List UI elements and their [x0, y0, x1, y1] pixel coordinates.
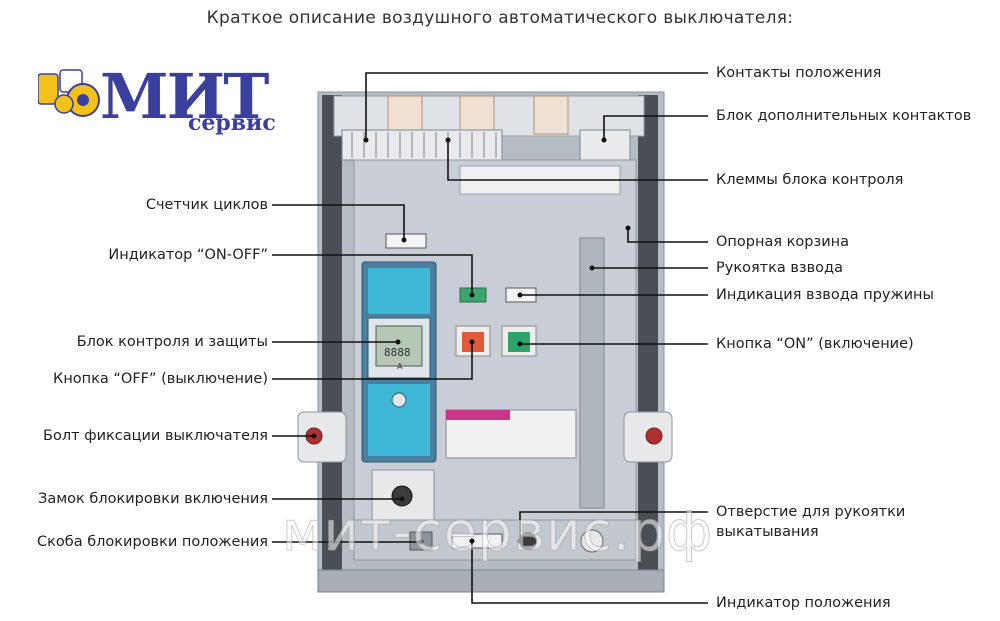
protection-unit-top	[368, 268, 430, 314]
bolt-head-right	[645, 427, 663, 445]
line-off-button	[272, 342, 473, 380]
label-spring-indication: Индикация взвода пружины	[716, 287, 934, 303]
line-cycle-counter	[272, 204, 405, 240]
gear-center	[77, 94, 89, 106]
logo-graphic	[37, 69, 100, 117]
label-position-bracket: Скоба блокировки положения	[37, 534, 268, 550]
label-protection-unit: Блок контроля и защиты	[76, 334, 268, 350]
base-rail	[317, 569, 665, 593]
label-support-basket: Опорная корзина	[716, 234, 849, 250]
racking-hole-cover	[580, 529, 604, 553]
label-closing-lock: Замок блокировки включения	[38, 491, 268, 507]
contact-bar-3	[533, 95, 569, 135]
label-cycle-counter: Счетчик циклов	[145, 197, 268, 213]
position-indicator	[451, 533, 503, 549]
label-position-contacts: Контакты положения	[716, 65, 882, 81]
line-position-contacts	[365, 72, 708, 140]
line-control-terminals	[447, 140, 708, 181]
label-racking-hole-2: выкатывания	[716, 524, 819, 540]
label-aux-contacts: Блок дополнительных контактов	[716, 108, 972, 124]
lcd-value: 8888	[384, 346, 411, 359]
rating-plate-header	[446, 410, 510, 420]
lcd-display	[375, 325, 423, 367]
line-support-basket	[627, 228, 708, 243]
label-charging-handle: Рукоятка взвода	[716, 260, 843, 276]
logo-text-bottom: сервис	[188, 110, 276, 136]
right-rail	[638, 95, 658, 570]
mit-service-logo: МИТ сервис	[37, 62, 303, 146]
callout-lines	[272, 72, 708, 604]
label-racking-hole: Отверстие для рукоятки	[716, 504, 906, 520]
line-on-off-indicator	[272, 254, 473, 295]
terminal-block-right	[579, 129, 631, 161]
label-fixing-bolt: Болт фиксации выключателя	[43, 428, 268, 444]
page-title: Краткое описание воздушного автоматическ…	[206, 8, 794, 28]
lock-icon	[391, 485, 413, 507]
contact-bar-1	[387, 95, 423, 135]
label-off-button: Кнопка “OFF” (выключение)	[53, 371, 268, 387]
tools-icon	[37, 73, 59, 105]
small-gear-icon	[54, 94, 74, 114]
racking-hole	[519, 532, 537, 550]
label-control-terminals: Клеммы блока контроля	[716, 172, 904, 188]
contact-bar-2	[459, 95, 495, 135]
watermark: мит-сервис.рф	[281, 500, 714, 564]
label-position-indicator: Индикатор положения	[716, 595, 891, 611]
label-on-off-indicator: Индикатор “ON-OFF”	[108, 247, 268, 263]
nav-buttons	[391, 392, 407, 408]
callout-dots	[311, 137, 631, 545]
label-on-button: Кнопка “ON” (включение)	[716, 336, 914, 352]
line-racking-hole	[519, 511, 708, 541]
charging-handle	[579, 237, 605, 509]
logo-text-top: МИТ	[100, 60, 269, 133]
line-aux-contacts	[603, 115, 708, 140]
lcd-unit: A	[397, 362, 403, 371]
line-position-indicator	[471, 541, 708, 604]
lock-plate	[371, 469, 435, 521]
